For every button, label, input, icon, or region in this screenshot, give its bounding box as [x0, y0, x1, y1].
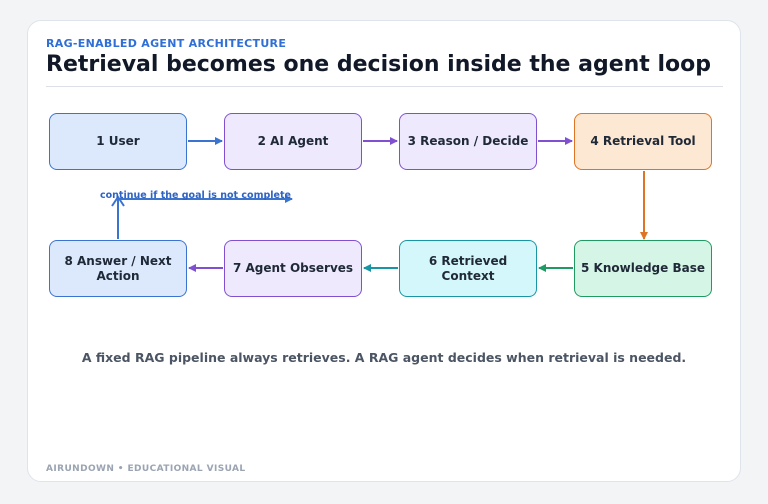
page-title: Retrieval becomes one decision inside th… [46, 52, 711, 77]
node-answer-next-action: 8 Answer / Next Action [49, 240, 187, 297]
node-retrieved-context: 6 Retrieved Context [399, 240, 537, 297]
node-knowledge-base: 5 Knowledge Base [574, 240, 712, 297]
eyebrow-label: RAG-ENABLED AGENT ARCHITECTURE [46, 37, 287, 50]
node-user: 1 User [49, 113, 187, 170]
node-retrieval-tool: 4 Retrieval Tool [574, 113, 712, 170]
caption-text: A fixed RAG pipeline always retrieves. A… [81, 350, 687, 365]
footer-credit: AIRUNDOWN • EDUCATIONAL VISUAL [46, 464, 246, 474]
loop-back-arrow [117, 195, 293, 239]
loop-label: continue if the goal is not complete [100, 190, 291, 201]
node-reason-decide: 3 Reason / Decide [399, 113, 537, 170]
node-agent-observes: 7 Agent Observes [224, 240, 362, 297]
node-ai-agent: 2 AI Agent [224, 113, 362, 170]
title-divider [46, 86, 723, 87]
